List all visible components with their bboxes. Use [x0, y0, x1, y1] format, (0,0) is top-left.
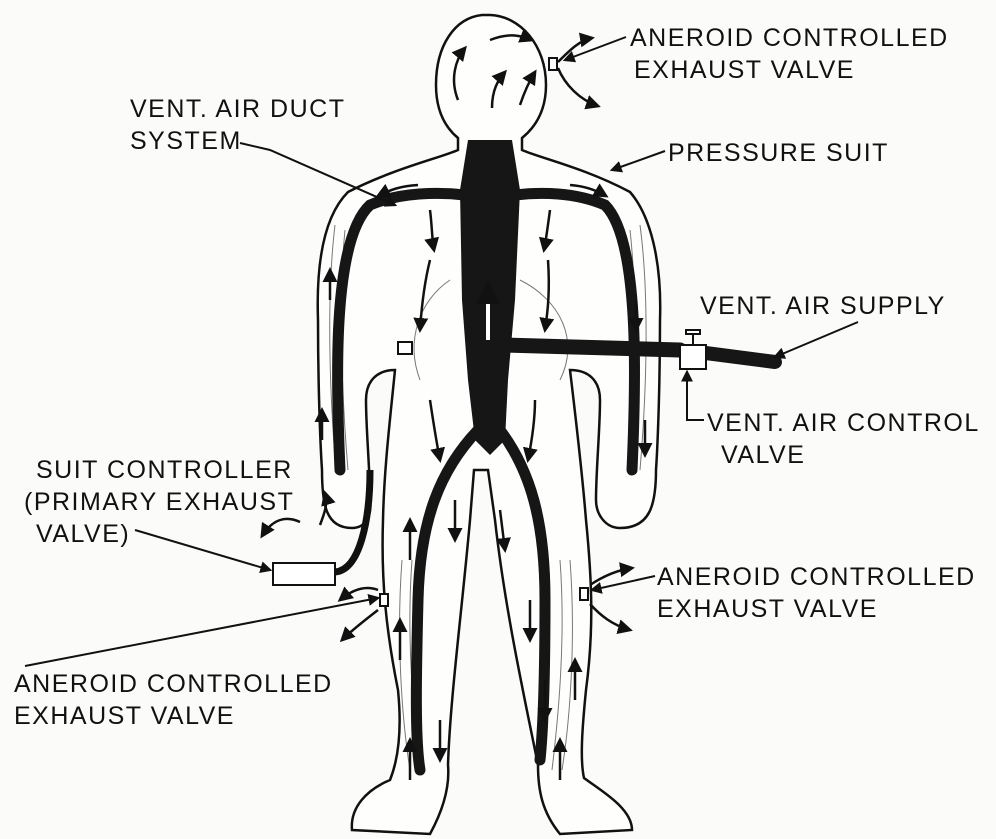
vent-supply-label: VENT. AIR SUPPLY: [700, 290, 946, 322]
aneroid-right-leg-label: ANEROID CONTROLLED EXHAUST VALVE: [657, 561, 976, 625]
aneroid-left-leg-label: ANEROID CONTROLLED EXHAUST VALVE: [14, 668, 333, 732]
suit-controller-label: SUIT CONTROLLER (PRIMARY EXHAUST VALVE): [36, 454, 294, 550]
aneroid-top-label: ANEROID CONTROLLED EXHAUST VALVE: [630, 22, 949, 86]
pressure-suit-label: PRESSURE SUIT: [668, 137, 889, 169]
vent-duct-label: VENT. AIR DUCT SYSTEM: [130, 93, 345, 157]
vent-control-label: VENT. AIR CONTROL VALVE: [707, 407, 980, 471]
